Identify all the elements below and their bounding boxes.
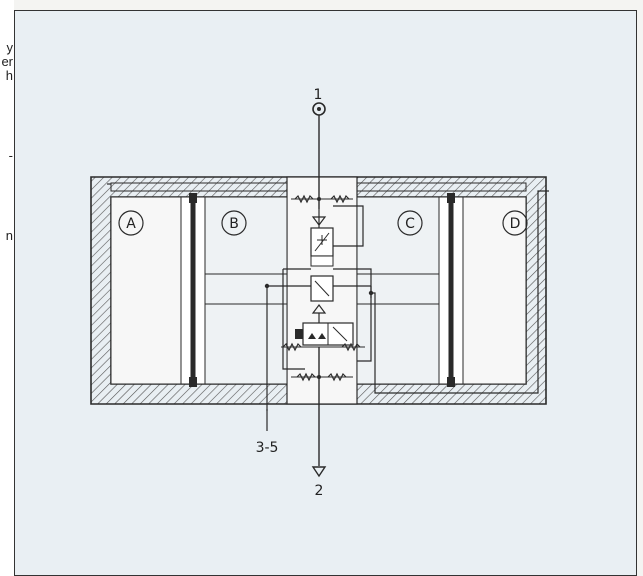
margin-fragment: y <box>6 40 14 55</box>
port-2: 2 <box>311 347 327 499</box>
chamber-label-B: B <box>221 210 247 236</box>
svg-text:1: 1 <box>314 87 323 103</box>
port-1: 1 <box>312 87 326 209</box>
chamber-label-A: A <box>118 210 144 236</box>
svg-text:B: B <box>229 216 239 232</box>
svg-text:C: C <box>405 216 415 232</box>
svg-text:D: D <box>510 216 521 232</box>
svg-text:A: A <box>126 216 136 232</box>
margin-fragment: er <box>1 54 13 69</box>
svg-text:2: 2 <box>315 483 324 499</box>
left-margin-text: y er h - n <box>0 0 14 576</box>
diagram-panel: A B C D 1 <box>14 10 637 576</box>
lower-valve <box>281 322 365 352</box>
pistons <box>180 193 464 387</box>
svg-text:3-5: 3-5 <box>256 440 279 456</box>
port-3-5: 3-5 <box>256 409 279 456</box>
margin-fragment: h <box>5 68 13 83</box>
upper-valve <box>310 227 334 314</box>
chamber-label-C: C <box>397 210 423 236</box>
pneumatic-cylinder-diagram: A B C D 1 <box>90 87 549 499</box>
junction-dot <box>368 290 374 296</box>
chamber-label-D: D <box>502 210 528 236</box>
junction-dot <box>264 283 270 289</box>
margin-fragment: - <box>8 148 13 163</box>
margin-fragment: n <box>5 228 13 243</box>
chambers <box>110 196 527 385</box>
bottom-springs <box>291 372 353 382</box>
